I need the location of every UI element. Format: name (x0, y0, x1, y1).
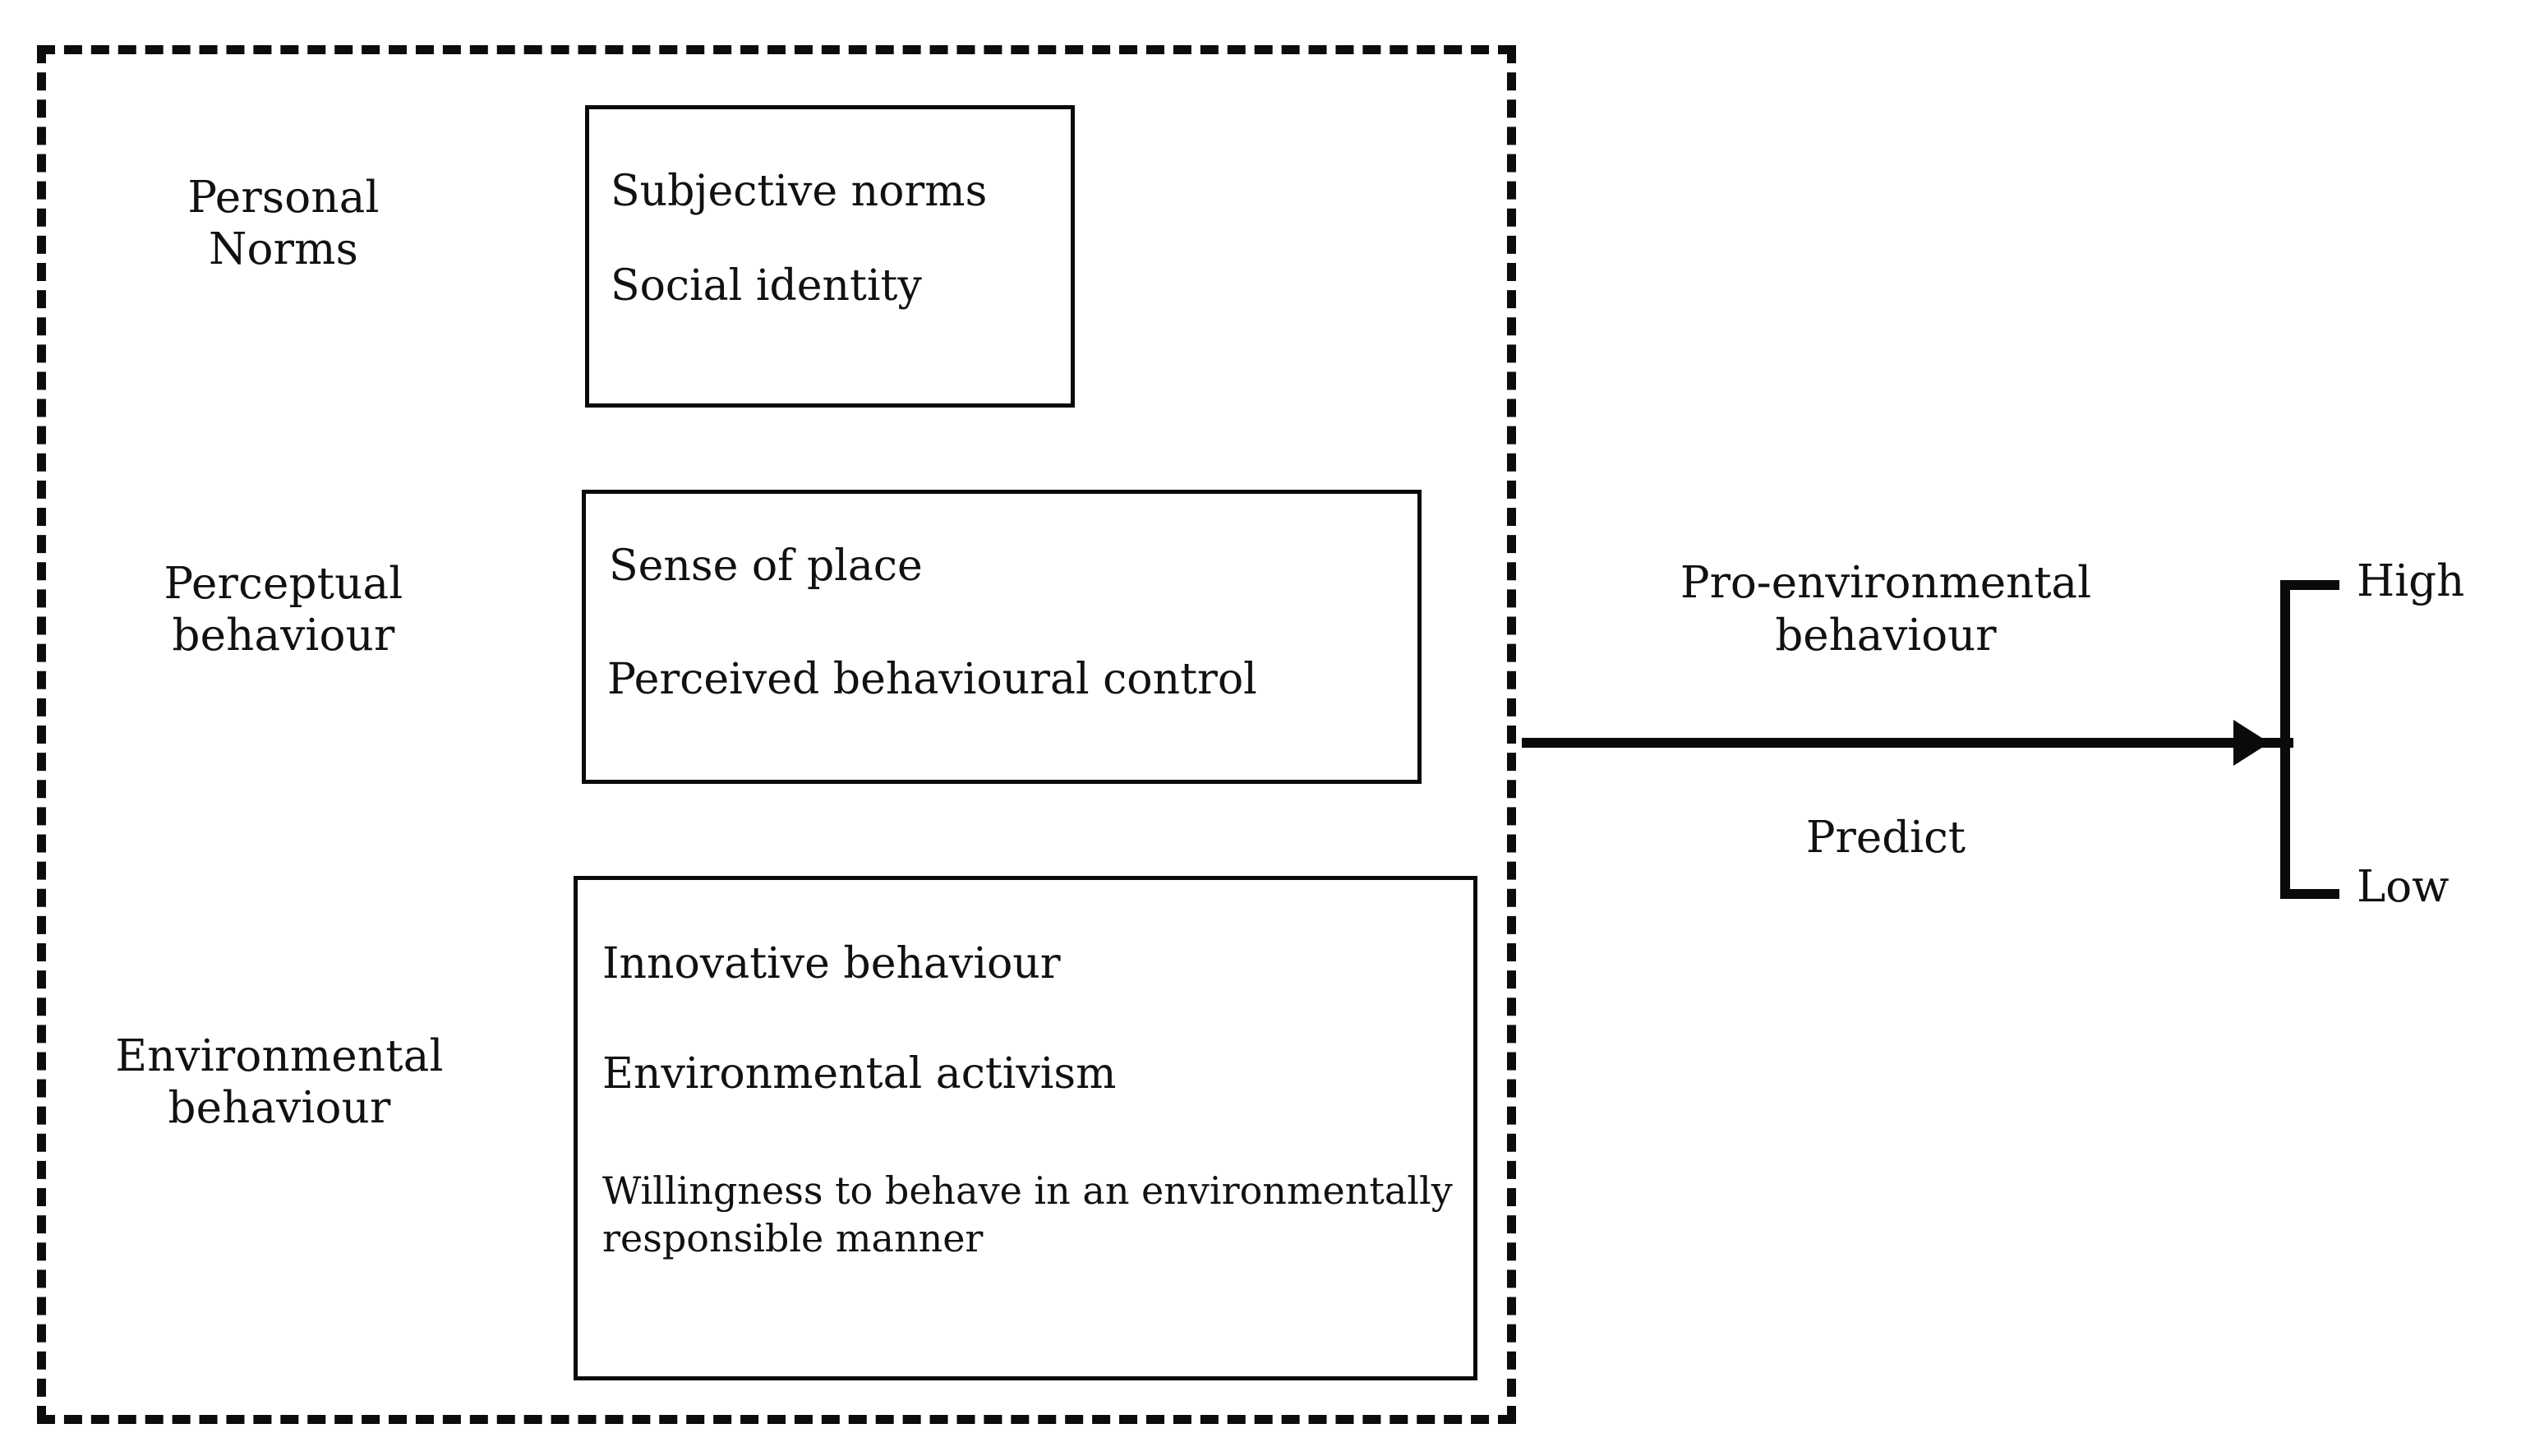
outcome-bracket-tick-middle (2256, 738, 2293, 748)
predictors-dashed-container (37, 45, 1516, 1424)
construct-item-social-identity: Social identity (611, 261, 922, 311)
construct-item-subjective-norms: Subjective norms (611, 167, 988, 216)
construct-item-innovative-behaviour: Innovative behaviour (602, 939, 1061, 988)
construct-box-environmental-behaviour: Innovative behaviour Environmental activ… (574, 876, 1477, 1380)
construct-item-willingness-statement: Willingness to behave in an environmenta… (602, 1168, 1453, 1260)
category-label-environmental-behaviour: Environmental behaviour (115, 1031, 444, 1133)
relation-label-predict: Predict (1805, 813, 1966, 863)
predict-arrow-shaft (1522, 738, 2245, 748)
construct-box-perceptual-behaviour: Sense of place Perceived behavioural con… (582, 490, 1422, 784)
outcome-level-high: High (2357, 556, 2465, 606)
outcome-bracket-tick-high (2280, 580, 2339, 590)
construct-item-environmental-activism: Environmental activism (602, 1049, 1117, 1099)
outcome-level-low: Low (2357, 862, 2450, 912)
construct-box-personal-norms: Subjective norms Social identity (585, 105, 1075, 408)
outcome-label-pro-environmental-behaviour: Pro-environmental behaviour (1680, 558, 2092, 661)
category-label-personal-norms: Personal Norms (187, 173, 380, 274)
outcome-bracket-tick-low (2280, 889, 2339, 899)
category-label-perceptual-behaviour: Perceptual behaviour (164, 559, 403, 661)
construct-item-sense-of-place: Sense of place (609, 541, 923, 591)
construct-item-perceived-behavioural-control: Perceived behavioural control (607, 655, 1257, 704)
